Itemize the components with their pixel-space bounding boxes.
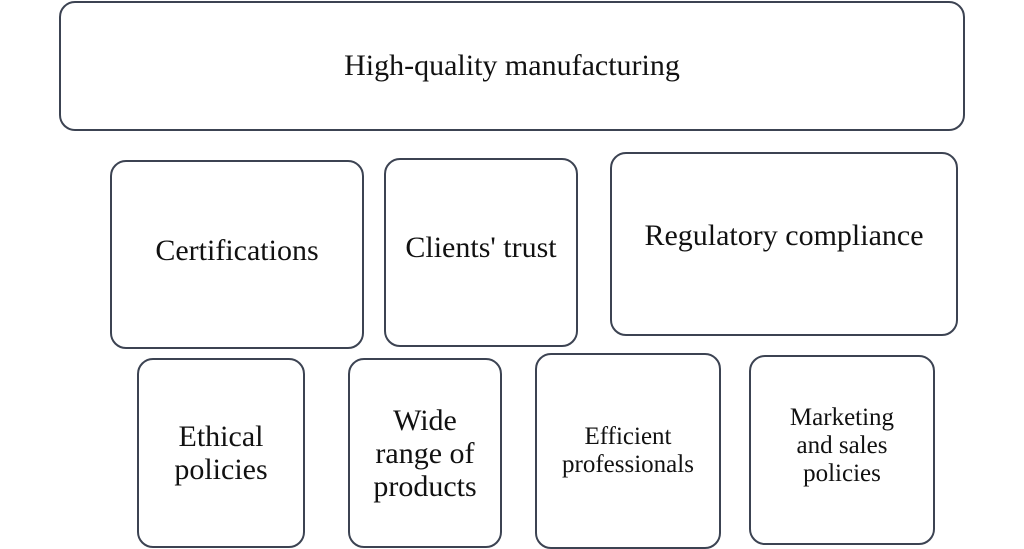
node-label-line: and sales	[796, 432, 888, 459]
node-label-line: Marketing	[789, 404, 895, 431]
node-label-line: range of	[375, 436, 475, 470]
node-certifications: Certifications	[110, 160, 364, 349]
node-clients-trust: Clients' trust	[384, 158, 578, 347]
node-label: Regulatory compliance	[644, 219, 924, 252]
node-label-line: Efficient	[584, 423, 672, 450]
node-label-line: Ethical	[178, 420, 264, 453]
node-label: High-quality manufacturing	[344, 49, 680, 82]
node-marketing-and-sales-policies: Marketing and sales policies	[749, 355, 935, 545]
node-wide-range-of-products: Wide range of products	[348, 358, 502, 548]
node-label: Efficient professionals	[562, 423, 694, 479]
node-ethical-policies: Ethical policies	[137, 358, 305, 548]
node-regulatory-compliance: Regulatory compliance	[610, 152, 958, 336]
node-label: Certifications	[155, 233, 319, 267]
node-label: Clients' trust	[405, 230, 557, 264]
node-label: Ethical policies	[174, 420, 267, 486]
node-label-line: Wide	[393, 403, 457, 437]
node-high-quality-manufacturing: High-quality manufacturing	[59, 1, 965, 131]
node-label-line: policies	[803, 460, 881, 487]
node-label: Wide range of products	[373, 404, 476, 503]
node-label-line: professionals	[562, 451, 694, 478]
node-label: Marketing and sales policies	[790, 404, 894, 488]
node-label-line: policies	[174, 453, 268, 486]
node-label-line: products	[373, 469, 477, 503]
node-efficient-professionals: Efficient professionals	[535, 353, 721, 549]
